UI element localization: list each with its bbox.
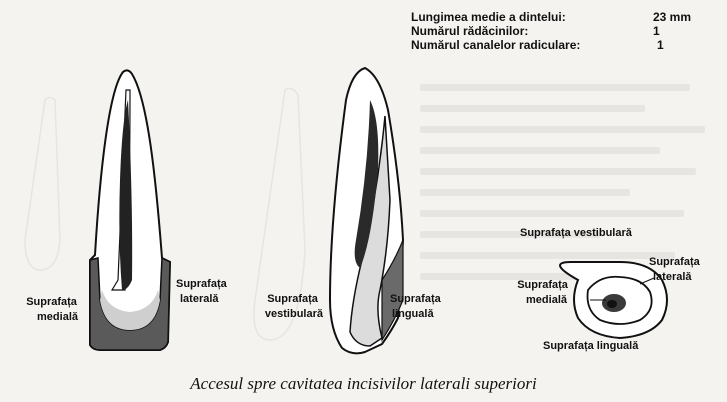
label-cs-vestibular: Suprafața vestibulară [520,227,633,239]
label-cs-medial: Suprafața medială [517,279,571,306]
canal-orifice [607,300,617,308]
label-cs-lingual: Suprafața linguală [543,340,639,352]
label-cs-lateral: Suprafața laterală [649,256,703,283]
label-surface-lateral: Suprafața laterală [176,278,230,305]
tooth-cross-section [560,262,667,338]
label-surface-medial: Suprafața medială [26,296,80,323]
figure-caption: Accesul spre cavitatea incisivilor later… [0,374,727,394]
tooth-mesial-view [90,70,170,350]
label-surface-vestibular: Suprafața vestibulară [265,293,324,320]
